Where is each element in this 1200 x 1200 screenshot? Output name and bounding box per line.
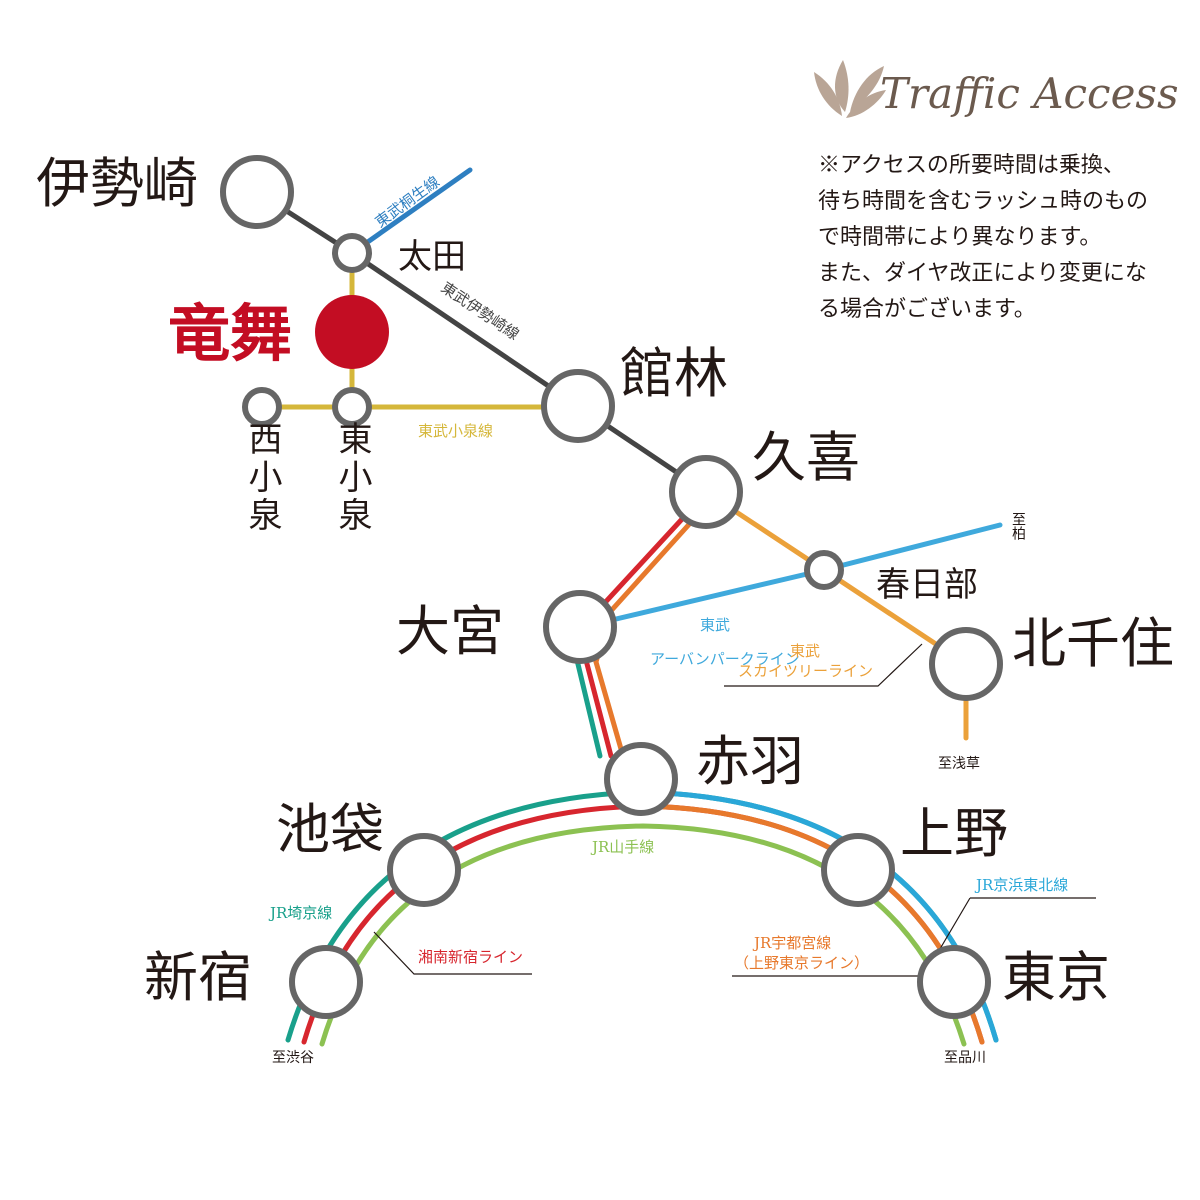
note-line-5: る場合がございます。 [818, 296, 1036, 322]
station-nishi-koizumi-label: 西小泉 [242, 421, 282, 535]
label-tobu-kiryu: 東武桐生線 [372, 173, 443, 232]
station-tokyo-marker [917, 945, 991, 1019]
label-tobu-skytree-2: スカイツリーライン [738, 662, 873, 680]
section-title: Traffic Access [880, 69, 1179, 118]
station-ota-label: 太田 [398, 237, 466, 277]
station-isesaki-label: 伊勢崎 [36, 152, 198, 215]
station-ikebukuro-label: 池袋 [276, 798, 384, 861]
station-ryumai-label: 竜舞 [168, 297, 292, 370]
station-kitasenju-label: 北千住 [1012, 612, 1174, 675]
station-isesaki-marker [220, 155, 294, 229]
station-shinjuku-label: 新宿 [144, 946, 252, 1009]
station-tokyo-label: 東京 [1002, 946, 1110, 1009]
station-ikebukuro-marker [387, 833, 461, 907]
label-jr-utsunomiya-1: JR宇都宮線 [752, 934, 831, 952]
label-tobu-skytree-1: 東武 [790, 642, 820, 660]
station-higashi-koizumi-label: 東小泉 [332, 421, 372, 535]
label-tobu-urban-2: アーバンパークライン [650, 650, 800, 668]
dest-asakusa: 至浅草 [938, 756, 980, 772]
station-akabane-marker [604, 742, 678, 816]
station-omiya-marker [543, 590, 617, 664]
station-tatebayashi-marker [541, 369, 615, 443]
label-jr-yamanote: JR山手線 [590, 838, 654, 856]
line-saikyo-north [574, 657, 603, 759]
label-jr-keihin-tohoku: JR京浜東北線 [974, 876, 1068, 894]
destination-labels: 至柏 至浅草 至渋谷 至品川 [272, 512, 1026, 1066]
label-tobu-isesaki: 東武伊勢崎線 [438, 278, 523, 343]
dest-kashiwa: 至柏 [1010, 512, 1026, 540]
station-ueno-marker [821, 833, 895, 907]
station-shinjuku-marker [289, 945, 363, 1019]
note-line-3: で時間帯により異なります。 [818, 225, 1101, 250]
station-kasukabe-label: 春日部 [876, 565, 978, 605]
label-shonan-shinjuku: 湘南新宿ライン [418, 948, 523, 966]
station-kuki-label: 久喜 [752, 426, 860, 489]
access-note: ※アクセスの所要時間は乗換、 待ち時間を含むラッシュ時のもの で時間帯により異な… [818, 153, 1148, 322]
line-tobu-isesaki [254, 189, 709, 495]
station-kuki-marker [669, 455, 743, 529]
dest-shibuya: 至渋谷 [272, 1050, 314, 1066]
line-yamanote-arc [319, 823, 967, 1047]
stations [220, 155, 1003, 1019]
station-ueno-label: 上野 [900, 802, 1008, 865]
label-jr-saikyo: JR埼京線 [268, 904, 332, 922]
station-kitasenju-marker [929, 627, 1003, 701]
station-akabane-label: 赤羽 [696, 730, 804, 793]
title-leaf-icon [814, 60, 886, 118]
note-line-2: 待ち時間を含むラッシュ時のもの [818, 189, 1148, 214]
leader-shonan [373, 931, 532, 975]
station-omiya-label: 大宮 [396, 600, 504, 663]
station-nishi-koizumi-marker [242, 387, 282, 427]
note-line-4: また、ダイヤ改正により変更にな [818, 261, 1147, 286]
station-tatebayashi-label: 館林 [620, 342, 728, 405]
station-ryumai-marker [315, 295, 389, 369]
label-jr-utsunomiya-2: （上野東京ライン） [734, 954, 869, 972]
station-names: 伊勢崎 太田 竜舞 館林 久喜 春日部 北千住 大宮 赤羽 池袋 上野 新宿 東… [36, 152, 1174, 1009]
label-tobu-urban-1: 東武 [700, 616, 730, 634]
note-line-1: ※アクセスの所要時間は乗換、 [818, 153, 1125, 178]
line-tobu-kiryu [349, 167, 473, 256]
station-kasukabe-marker [804, 550, 844, 590]
label-tobu-koizumi: 東武小泉線 [418, 422, 493, 440]
station-ota-marker [332, 233, 372, 273]
leader-skytree [724, 643, 923, 687]
dest-shinagawa: 至品川 [944, 1050, 986, 1066]
station-higashi-koizumi-marker [332, 387, 372, 427]
